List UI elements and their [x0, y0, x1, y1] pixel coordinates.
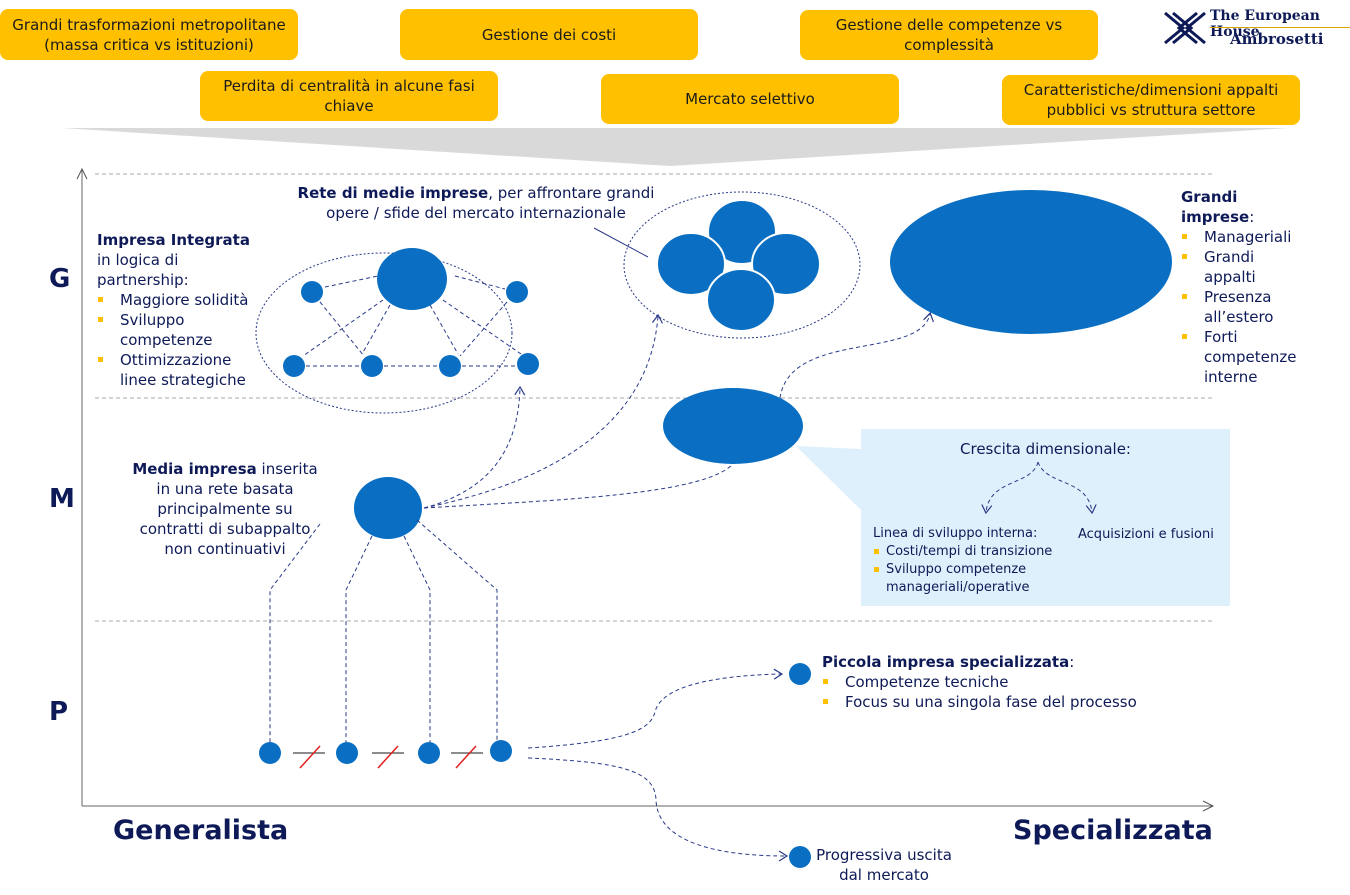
grandi-title: Grandi imprese: [1181, 188, 1250, 226]
arrow-media-to-rete: [423, 313, 663, 509]
uscita-text: Progressiva uscita dal mercato: [816, 846, 952, 884]
rete-title: Rete di medie imprese: [297, 184, 489, 202]
piccola-bullet: Competenze tecniche: [822, 672, 1162, 692]
uscita-node: [789, 846, 811, 868]
grandi-bullet: Manageriali: [1181, 227, 1306, 247]
x-axis-right-label: Specializzata: [1013, 815, 1213, 846]
integrata-text: Impresa Integrata in logica di partnersh…: [97, 230, 262, 390]
arrow-media-to-integrata: [423, 385, 526, 509]
rete-node-bottom: [706, 268, 776, 332]
rete-text: Rete di medie imprese, per affrontare gr…: [296, 183, 656, 223]
integrata-bullet: Sviluppo competenze: [97, 310, 240, 350]
ambrosetti-logo-icon: [1164, 11, 1206, 45]
integrata-node: [439, 355, 461, 377]
integrata-node: [283, 355, 305, 377]
media-text: Media impresa inserita in una rete basat…: [130, 459, 320, 559]
logo-divider: [1210, 27, 1350, 28]
driver-pill-metropolitane: Grandi trasformazioni metropolitane (mas…: [0, 9, 298, 60]
media-title: Media impresa: [132, 460, 257, 478]
small-node: [259, 742, 281, 764]
integrata-bullet: Ottimizzazione linee strategiche: [97, 350, 260, 390]
piccola-bullets: Competenze tecniche Focus su una singola…: [822, 672, 1162, 712]
integrata-node: [361, 355, 383, 377]
integrata-hub-node: [377, 248, 447, 310]
integrata-node: [506, 281, 528, 303]
driver-pill-competenze: Gestione delle competenze vs complessità: [800, 10, 1098, 60]
x-axis-left-label: Generalista: [113, 815, 289, 846]
media-impresa-node: [354, 477, 422, 539]
grandi-colon: :: [1249, 208, 1255, 226]
piccola-specializzata-node: [789, 663, 811, 685]
arrow-to-piccola: [527, 668, 784, 749]
broken-link-mark: [377, 745, 399, 769]
integrata-node: [517, 353, 539, 375]
crescita-node: [663, 388, 803, 464]
crescita-title: Crescita dimensionale:: [960, 440, 1131, 458]
crescita-interna-bullet: Costi/tempi di transizione: [873, 543, 1063, 561]
driver-pill-appalti: Caratteristiche/dimensioni appalti pubbl…: [1002, 75, 1300, 125]
media-description: inserita in una rete basata principalmen…: [139, 460, 318, 558]
broken-link-mark: [299, 745, 321, 769]
rete-node-left: [656, 232, 726, 296]
broken-link-mark: [455, 745, 477, 769]
crescita-interna: Linea di sviluppo interna: Costi/tempi d…: [873, 525, 1063, 597]
piccola-title: Piccola impresa specializzata: [822, 653, 1070, 671]
axis-level-p: P: [49, 697, 69, 727]
small-node: [336, 742, 358, 764]
crescita-box: [861, 429, 1230, 606]
axis-level-g: G: [49, 264, 71, 294]
integrata-title: Impresa Integrata: [97, 231, 250, 249]
logo-line1: The European House: [1210, 8, 1320, 40]
crescita-interna-title: Linea di sviluppo interna:: [873, 526, 1038, 541]
arrow-crescita-to-grandi: [779, 311, 934, 399]
arrow-to-uscita: [527, 757, 789, 862]
grandi-bullet: Grandi appalti: [1181, 247, 1264, 287]
funnel-shape: [62, 128, 1288, 166]
rete-description: , per affrontare grandi opere / sfide de…: [326, 184, 655, 222]
driver-pill-centralita: Perdita di centralità in alcune fasi chi…: [200, 71, 498, 121]
piccola-bullet: Focus su una singola fase del processo: [822, 692, 1162, 712]
arrow-media-to-crescita: [423, 464, 733, 509]
piccola-colon: :: [1069, 653, 1075, 671]
rete-node-right: [751, 232, 821, 296]
arrow-crescita-split-left: [981, 461, 1039, 515]
arrow-crescita-split-right: [1037, 461, 1097, 515]
small-node: [490, 740, 512, 762]
crescita-interna-bullets: Costi/tempi di transizione Sviluppo comp…: [873, 543, 1063, 597]
logo-line2: Ambrosetti: [1230, 30, 1324, 48]
integrata-node: [301, 281, 323, 303]
small-node: [418, 742, 440, 764]
integrata-ellipse: [255, 252, 513, 414]
grandi-bullet: Presenza all’estero: [1181, 287, 1289, 327]
grandi-bullet: Forti competenze interne: [1181, 327, 1309, 387]
integrata-intro: in logica di partnership:: [97, 251, 189, 289]
grandi-text: Grandi imprese: Manageriali Grandi appal…: [1181, 187, 1306, 387]
crescita-interna-bullet: Sviluppo competenze manageriali/operativ…: [873, 561, 1046, 597]
axis-level-m: M: [49, 484, 75, 514]
piccola-text: Piccola impresa specializzata: Competenz…: [822, 652, 1162, 712]
grandi-imprese-node: [890, 190, 1172, 334]
integrata-bullet: Maggiore solidità: [97, 290, 262, 310]
rete-callout-line: [593, 227, 649, 258]
crescita-acquisizioni: Acquisizioni e fusioni: [1078, 527, 1214, 542]
driver-pill-costi: Gestione dei costi: [400, 9, 698, 60]
rete-ellipse: [623, 191, 861, 339]
grandi-bullets: Manageriali Grandi appalti Presenza all’…: [1181, 227, 1306, 387]
crescita-callout: [796, 446, 861, 510]
driver-pill-mercato: Mercato selettivo: [601, 74, 899, 124]
integrata-bullets: Maggiore solidità Sviluppo competenze Ot…: [97, 290, 262, 390]
